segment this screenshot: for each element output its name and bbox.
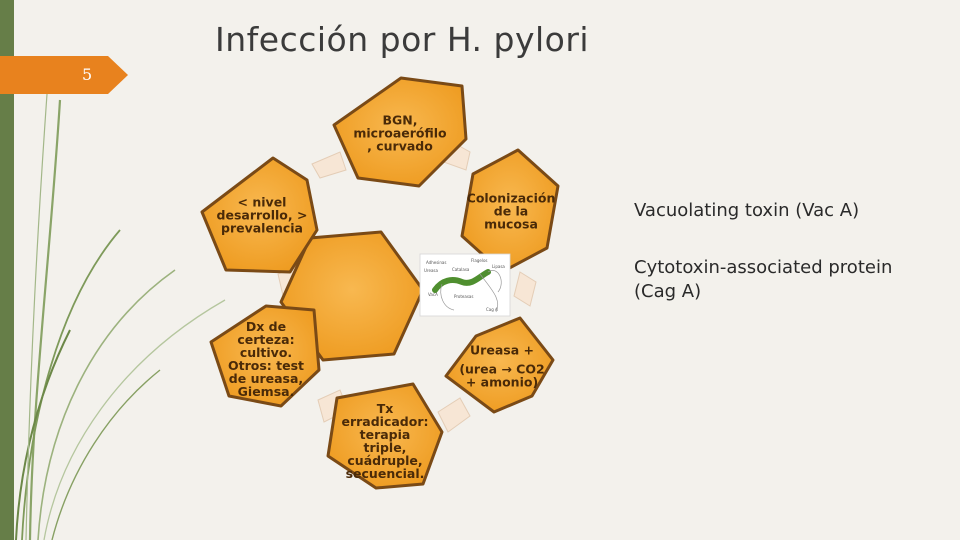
connector-strip [513, 271, 537, 307]
page-number-tab [0, 56, 128, 94]
vacuolating-toxin-note: Vacuolating toxin (Vac A) [634, 200, 860, 221]
grass-decoration [15, 79, 226, 540]
slide-title: Infección por H. pylori [215, 20, 590, 59]
hexagon-bottom [326, 382, 444, 490]
bacteria-label: Ureasa [424, 268, 438, 273]
hexagon-lower-left [209, 304, 321, 408]
hexagon-shapes: Adhesinas Flagelos Ureasa Catalasa Prote… [200, 76, 560, 490]
connector-strip [311, 151, 347, 179]
hex-label-upper-right: Colonización de la mucosa [466, 190, 556, 232]
bacteria-label: Lipasa [492, 264, 505, 269]
bacteria-label: Flagelos [471, 258, 488, 263]
hex-label-top: BGN, microaerófilo , curvado [353, 112, 447, 154]
hex-label-lower-right: Ureasa + (urea → CO2 + amonio) [459, 342, 545, 390]
page-number: 5 [82, 65, 93, 84]
hexagon-upper-left [200, 156, 319, 274]
bacteria-illustration: Adhesinas Flagelos Ureasa Catalasa Prote… [419, 253, 511, 317]
hex-label-bottom: Tx erradicador: terapia triple, cuádrupl… [341, 401, 429, 481]
bacteria-label: Adhesinas [426, 260, 446, 265]
hex-label-lower-left: Dx de certeza: cultivo. Otros: test de u… [227, 319, 305, 399]
cytotoxin-associated-note: Cytotoxin-associated protein (Cag A) [634, 257, 893, 302]
hexagon-top [332, 76, 468, 188]
connector-strip [437, 397, 471, 433]
hexagon-lower-right [444, 316, 555, 414]
bacteria-label: Catalasa [452, 267, 470, 272]
bacteria-label: Proteasas [454, 294, 473, 299]
bacteria-label: VacA [428, 292, 438, 297]
bacteria-label: Cag A [486, 307, 498, 312]
left-accent-bar [0, 0, 14, 540]
hexagon-cluster-diagram: Adhesinas Flagelos Ureasa Catalasa Prote… [180, 60, 610, 540]
hex-label-upper-left: < nivel desarrollo, > prevalencia [216, 194, 308, 236]
